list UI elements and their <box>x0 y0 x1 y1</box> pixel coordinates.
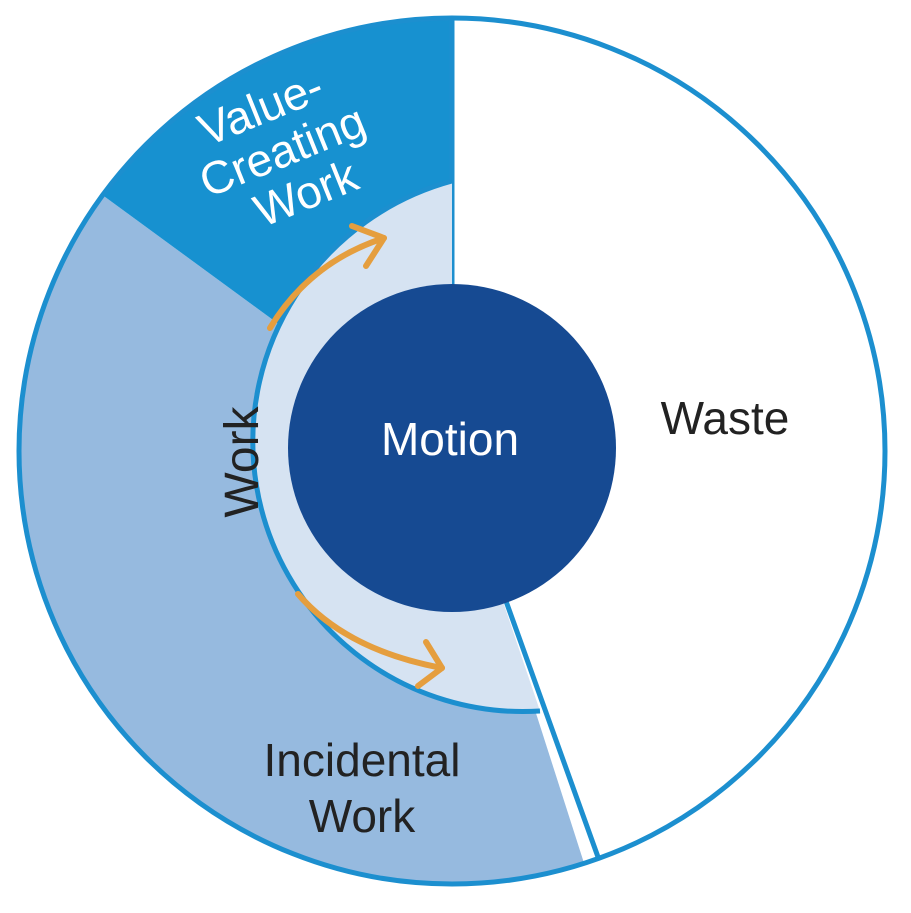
outer-ring-outline <box>16 15 888 887</box>
incidental-line-1: Incidental <box>264 734 461 786</box>
work-ring-edge <box>250 178 541 715</box>
motion-core <box>288 284 616 612</box>
incidental-line-2: Work <box>309 790 416 842</box>
incidental-work-label: Incidental Work <box>264 734 461 842</box>
motion-label: Motion <box>381 413 519 465</box>
arrow-top <box>267 223 387 331</box>
waste-label: Waste <box>661 392 790 444</box>
work-label: Work <box>216 405 269 517</box>
arrow-bottom <box>295 591 445 689</box>
waste-segment <box>452 18 885 884</box>
